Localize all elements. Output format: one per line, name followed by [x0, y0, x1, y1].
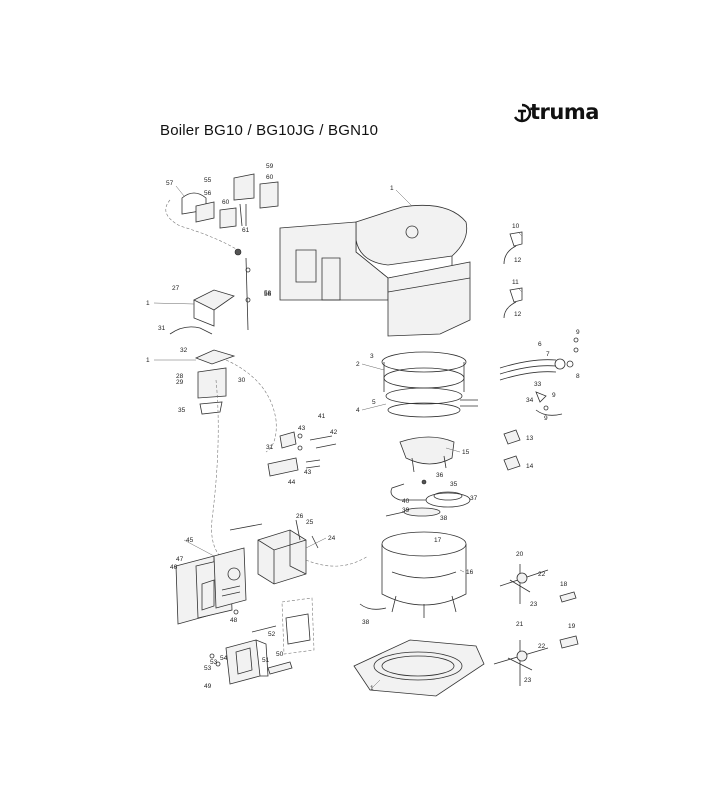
- label-38: 38: [440, 515, 448, 522]
- label-60: 60: [222, 199, 230, 206]
- label-1: 1: [146, 300, 150, 307]
- label-6: 6: [538, 341, 542, 348]
- label-41: 41: [318, 413, 326, 420]
- label-55: 55: [204, 177, 212, 184]
- label-27: 27: [172, 285, 180, 292]
- label-26: 26: [296, 513, 304, 520]
- label-24: 24: [328, 535, 336, 542]
- label-29: 29: [176, 379, 184, 386]
- center-small-parts: [267, 431, 337, 477]
- burner-bracket: [399, 436, 455, 473]
- label-12: 12: [514, 257, 522, 264]
- label-2: 2: [356, 361, 360, 368]
- label-57: 57: [166, 180, 174, 187]
- label-53: 53: [204, 665, 212, 672]
- part-labels: 1 1 1 1 2 3 4 5 6 7 8 9 9 9 10 11 12 12 …: [146, 163, 580, 692]
- housing-cover: [279, 204, 471, 337]
- label-60: 60: [266, 174, 274, 181]
- label-47: 47: [176, 556, 184, 563]
- label-43: 43: [298, 425, 306, 432]
- label-30: 30: [238, 377, 246, 384]
- valve-assemblies: [493, 564, 579, 686]
- label-14: 14: [526, 463, 534, 470]
- label-1: 1: [370, 685, 374, 692]
- label-17: 17: [434, 537, 442, 544]
- label-52: 52: [268, 631, 276, 638]
- label-11: 11: [512, 279, 519, 286]
- lower-left-parts: [209, 597, 315, 685]
- label-1: 1: [146, 357, 150, 364]
- label-49: 49: [204, 683, 212, 690]
- label-50: 50: [276, 651, 284, 658]
- label-21: 21: [516, 621, 524, 628]
- label-7: 7: [546, 351, 550, 358]
- top-left-components: [165, 173, 279, 331]
- label-12: 12: [514, 311, 522, 318]
- label-19: 19: [568, 623, 576, 630]
- label-45: 45: [186, 537, 194, 544]
- label-31: 31: [266, 444, 274, 451]
- label-36: 36: [436, 472, 444, 479]
- label-42: 42: [330, 429, 338, 436]
- label-32: 32: [180, 347, 188, 354]
- label-8: 8: [576, 373, 580, 380]
- label-33: 33: [534, 381, 542, 388]
- label-43: 43: [304, 469, 312, 476]
- control-unit: [229, 519, 369, 585]
- ring-assembly: [381, 351, 478, 418]
- label-28: 28: [176, 373, 184, 380]
- label-22: 22: [538, 571, 546, 578]
- label-25: 25: [306, 519, 314, 526]
- logo-text: truma: [530, 100, 599, 124]
- label-56: 56: [204, 190, 212, 197]
- label-9: 9: [552, 392, 556, 399]
- label-59: 59: [266, 163, 274, 170]
- label-23: 23: [530, 601, 538, 608]
- label-23: 23: [524, 677, 532, 684]
- label-18: 18: [560, 581, 568, 588]
- burner-assembly: [385, 479, 471, 517]
- label-34: 34: [526, 397, 534, 404]
- label-1: 1: [390, 185, 394, 192]
- control-panel: [175, 547, 247, 625]
- label-38: 38: [362, 619, 370, 626]
- label-10: 10: [512, 223, 520, 230]
- label-35: 35: [450, 481, 458, 488]
- label-3: 3: [370, 353, 374, 360]
- leader-lines: [153, 185, 523, 689]
- label-15: 15: [462, 449, 470, 456]
- right-fittings: [499, 231, 579, 471]
- label-53: 53: [210, 659, 218, 666]
- label-9: 9: [576, 329, 580, 336]
- label-35: 35: [178, 407, 186, 414]
- label-56: 56: [264, 291, 272, 298]
- label-37: 37: [470, 495, 478, 502]
- label-5: 5: [372, 399, 376, 406]
- truma-logo-mark-icon: [513, 103, 532, 123]
- truma-logo: truma: [512, 100, 599, 128]
- label-13: 13: [526, 435, 534, 442]
- label-51: 51: [262, 657, 270, 664]
- label-54: 54: [220, 655, 228, 662]
- label-31: 31: [158, 325, 166, 332]
- label-46: 46: [170, 564, 178, 571]
- label-4: 4: [356, 407, 360, 414]
- label-20: 20: [516, 551, 524, 558]
- label-48: 48: [230, 617, 238, 624]
- label-44: 44: [288, 479, 296, 486]
- label-16: 16: [466, 569, 474, 576]
- combustion-chamber: [359, 531, 467, 618]
- label-22: 22: [538, 643, 546, 650]
- diagram-title: Boiler BG10 / BG10JG / BGN10: [160, 122, 379, 139]
- left-middle-components: [169, 289, 277, 569]
- label-58: 58: [264, 290, 272, 297]
- label-40: 40: [402, 498, 410, 505]
- label-39: 39: [402, 507, 410, 514]
- base-plate: [353, 639, 485, 697]
- label-61: 61: [242, 227, 250, 234]
- label-9: 9: [544, 415, 548, 422]
